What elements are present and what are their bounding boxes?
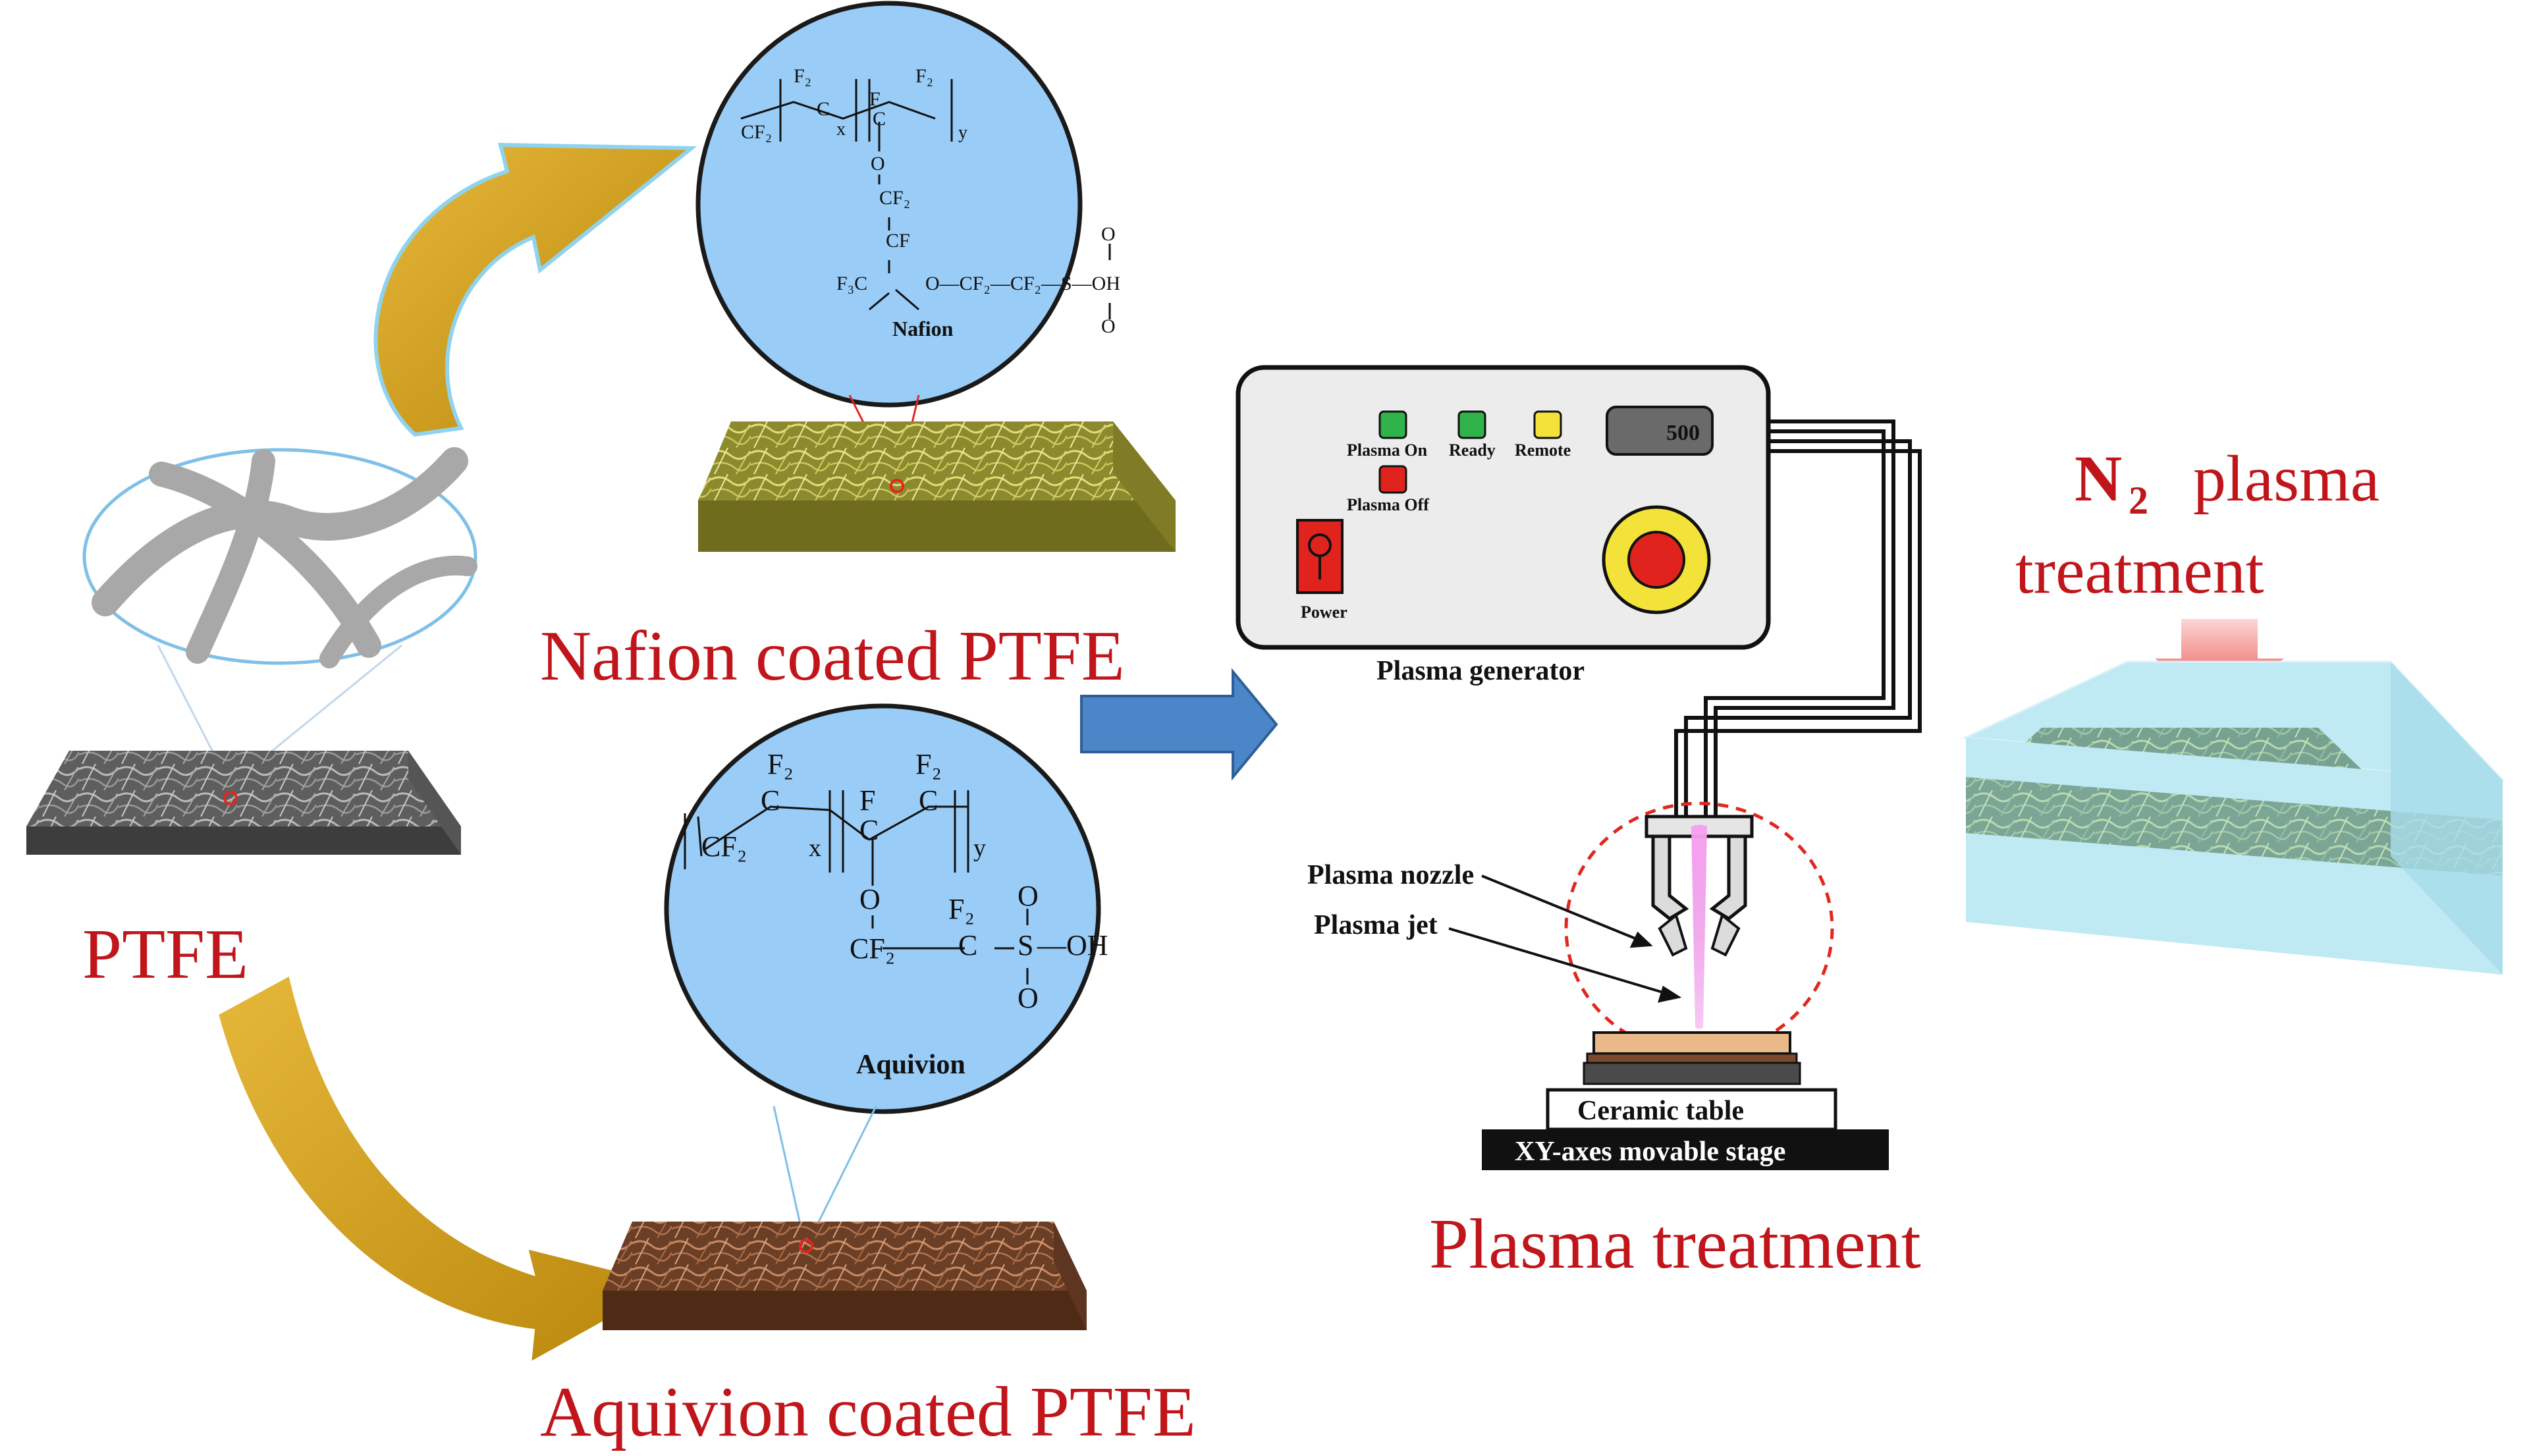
aquivion-coated-membrane — [603, 1222, 1087, 1330]
plasma-jet-label: Plasma jet — [1314, 910, 1438, 940]
svg-text:O: O — [1018, 982, 1039, 1014]
n2-subscript: 2 — [2129, 479, 2148, 522]
n2-plasma-word: plasma — [2193, 442, 2379, 515]
display-value: 500 — [1666, 421, 1700, 445]
svg-text:XY-axes movable stage: XY-axes movable stage — [1515, 1137, 1785, 1167]
nafion-coated-membrane — [698, 421, 1176, 552]
led-remote — [1533, 410, 1562, 439]
svg-text:CF₂: CF₂ — [850, 932, 895, 965]
svg-text:C: C — [761, 784, 780, 817]
arrow-ptfe-to-aquivion — [215, 972, 676, 1366]
aquivion-structure-bubble: F₂ F₂ CF₂ x y C F C C O CF₂ F₂ C S —OH O… — [664, 703, 1108, 1114]
svg-text:y: y — [958, 122, 967, 143]
led-plasma-off — [1378, 465, 1407, 494]
display-panel — [1606, 406, 1714, 456]
nafion-coated-label: Nafion coated PTFE — [540, 617, 1125, 695]
svg-text:C: C — [958, 929, 977, 961]
n2-symbol: N — [2075, 442, 2122, 515]
svg-text:O: O — [1101, 223, 1116, 245]
sample-stack — [1583, 1031, 1801, 1085]
plasma-generator: Plasma On Ready Remote Plasma Off 500 Po… — [1236, 365, 1771, 650]
led-plasma-on — [1378, 410, 1407, 439]
svg-text:Plasma On: Plasma On — [1347, 441, 1428, 460]
svg-text:C: C — [873, 108, 886, 130]
svg-text:O: O — [871, 153, 885, 175]
svg-text:Ready: Ready — [1449, 441, 1496, 460]
svg-text:F₂: F₂ — [948, 893, 975, 925]
svg-text:—OH: —OH — [1037, 929, 1108, 961]
svg-text:O—CF₂—CF₂—S—OH: O—CF₂—CF₂—S—OH — [925, 273, 1120, 294]
plasma-generator-caption: Plasma generator — [1376, 656, 1585, 686]
svg-text:O: O — [1018, 880, 1039, 912]
ptfe-magnified-bubble — [82, 447, 477, 668]
svg-text:y: y — [973, 834, 986, 862]
svg-text:S: S — [1018, 929, 1033, 961]
svg-text:F₂: F₂ — [915, 65, 933, 87]
svg-text:x: x — [809, 834, 821, 862]
led-ready — [1457, 410, 1486, 439]
svg-text:F₂: F₂ — [794, 65, 811, 87]
plasma-treatment-label: Plasma treatment — [1429, 1205, 1921, 1283]
svg-text:C: C — [817, 98, 830, 120]
svg-text:F₃C: F₃C — [836, 273, 867, 294]
svg-text:CF₂: CF₂ — [701, 830, 747, 863]
svg-text:Aquivion: Aquivion — [856, 1050, 965, 1080]
ptfe-label: PTFE — [82, 915, 248, 994]
svg-text:Power: Power — [1301, 603, 1347, 622]
svg-text:Plasma Off: Plasma Off — [1347, 495, 1429, 514]
treated-membrane-block — [1962, 661, 2505, 975]
svg-text:CF: CF — [886, 230, 910, 252]
svg-text:O: O — [1101, 315, 1116, 337]
plasma-nozzle-label: Plasma nozzle — [1307, 860, 1474, 890]
svg-text:C: C — [919, 784, 938, 817]
svg-text:CF₂: CF₂ — [741, 121, 772, 143]
plasma-nozzle-assembly — [1564, 801, 1834, 1056]
svg-text:O: O — [859, 883, 881, 915]
svg-text:F₂: F₂ — [915, 748, 942, 780]
svg-text:F₂: F₂ — [767, 748, 794, 780]
svg-text:F: F — [869, 88, 881, 110]
svg-text:CF₂: CF₂ — [879, 187, 910, 209]
aquivion-coated-label: Aquivion coated PTFE — [540, 1373, 1196, 1451]
svg-text:x: x — [836, 119, 846, 140]
gas-lines — [1674, 419, 1922, 820]
nafion-structure-bubble: F₂ F₂ CF₂ x y C F C O CF₂ CF F₃C O—CF₂—C… — [695, 1, 1120, 408]
svg-text:Remote: Remote — [1515, 441, 1571, 460]
svg-text:C: C — [859, 814, 879, 846]
xy-stage — [1482, 1129, 1889, 1170]
arrow-ptfe-to-nafion — [373, 142, 697, 437]
plasma-jet — [1691, 824, 1707, 1029]
svg-text:Nafion: Nafion — [892, 317, 954, 340]
svg-text:Ceramic table: Ceramic table — [1577, 1096, 1744, 1126]
arrow-to-plasma — [1080, 668, 1278, 781]
pointer-arrows — [1448, 875, 1682, 1003]
svg-text:F: F — [859, 784, 875, 817]
ptfe-membrane — [26, 751, 461, 855]
n2-treatment-word: treatment — [2015, 534, 2264, 607]
